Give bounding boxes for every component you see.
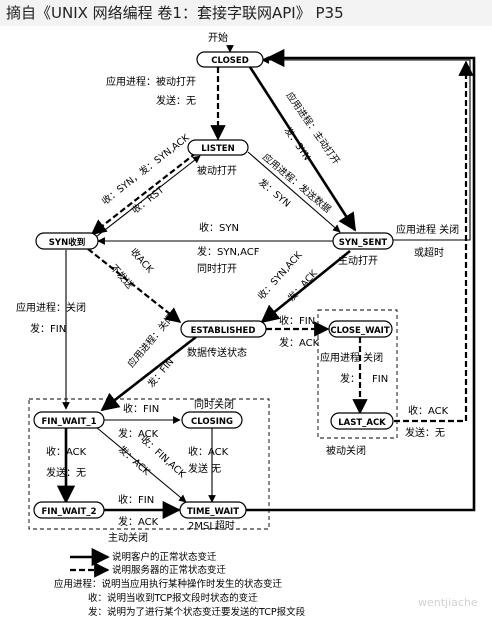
state-closing: CLOSING [181, 411, 243, 429]
label-passive-close: 被动关闭 [326, 444, 366, 457]
state-syn-rcvd: SYN收到 [35, 232, 99, 250]
label-active-open: 主动打开 [338, 254, 378, 267]
passive-close-region [317, 309, 398, 439]
legend-solid-text: 说明客户的正常状态变迁 [112, 551, 217, 563]
watermark: wentjiache [418, 596, 478, 609]
state-fin-wait-1-label: FIN_WAIT_1 [41, 417, 96, 427]
state-time-wait: TIME_WAIT [179, 501, 247, 519]
caption: 摘自《UNIX 网络编程 卷1：套接字联网API》 P35 [0, 0, 492, 26]
listen-to-synrcvd-arrow [90, 152, 197, 235]
label-rcv-ack-3: 收：ACK [188, 445, 229, 458]
synsent-to-closed-arrow [261, 56, 471, 241]
state-syn-rcvd-label: SYN收到 [49, 237, 85, 248]
listen-to-synsent-arrow [247, 151, 341, 233]
state-fin-wait-2-label: FIN_WAIT_2 [41, 507, 96, 517]
active-close-region [28, 398, 270, 530]
label-rcv-ack: 收ACK [128, 246, 157, 276]
label-app-close-or-timeout-2: 或超时 [414, 246, 444, 259]
state-closed: CLOSED [196, 51, 264, 68]
label-app-close-1: 应用进程：关闭 [16, 301, 86, 314]
label-two-msl: 2MSL超时 [188, 519, 235, 532]
state-last-ack: LAST_ACK [330, 412, 394, 430]
label-start: 开始 [208, 31, 228, 44]
label-send-ack-2: 发：ACK [279, 336, 320, 349]
state-established-label: ESTABLISHED [191, 326, 256, 336]
tcp-state-diagram: CLOSED LISTEN SYN收到 SYN_SENT ESTABLISHED… [16, 31, 478, 618]
synrcvd-to-established-arrow [87, 248, 182, 323]
label-rcv-ack-4: 收：ACK [408, 404, 449, 417]
label-send-none-1: 发送：无 [156, 94, 196, 107]
state-syn-sent: SYN_SENT [332, 232, 394, 250]
legend: 说明客户的正常状态变迁 说明服务器的正常状态变迁 应用进程：说明当应用执行某种操… [54, 547, 306, 618]
label-rcv-fin-2: 收：FIN [123, 402, 159, 415]
label-active-close: 主动关闭 [108, 531, 148, 544]
label-send-ack-3: 发：ACK [118, 427, 159, 440]
label-data-transfer: 数据传送状态 [187, 346, 247, 359]
state-syn-sent-label: SYN_SENT [339, 238, 388, 248]
label-send-none-4: 发送：无 [405, 426, 445, 439]
label-rcv-ack-2: 收：ACK [46, 445, 87, 458]
label-app-close-or-timeout-1: 应用进程 关闭 [396, 223, 459, 236]
label-rcv-fin-1: 收：FIN [279, 314, 315, 327]
state-close-wait-label: CLOSE_WAIT [330, 326, 389, 336]
state-time-wait-label: TIME_WAIT [187, 507, 239, 517]
synrcvd-to-listen-arrow [91, 155, 201, 241]
label-send-none-3: 发送 无 [188, 462, 221, 475]
legend-snd-text: 发：说明为了进行某个状态变迁要发送的TCP报文段 [88, 606, 306, 618]
label-app-close-3: 应用进程 关闭 [320, 351, 383, 364]
state-listen: LISTEN [187, 139, 249, 156]
state-last-ack-label: LAST_ACK [338, 418, 386, 428]
label-passive-open: 被动打开 [197, 164, 237, 177]
legend-rcv-text: 收：说明当收到TCP报文段时状态的变迁 [88, 592, 258, 604]
label-simul-close: 同时关闭 [194, 398, 234, 411]
legend-app-text: 应用进程：说明当应用执行某种操作时发生的状态变迁 [54, 578, 283, 590]
timewait-to-closed-arrow [245, 48, 476, 512]
state-fin-wait-2: FIN_WAIT_2 [33, 501, 105, 519]
label-no-send: 不发送 [108, 262, 136, 292]
finwait1-to-timewait-arrow [95, 426, 187, 503]
label-send-none-2: 发送：无 [46, 466, 86, 479]
state-closing-label: CLOSING [191, 417, 233, 427]
state-listen-label: LISTEN [201, 144, 234, 154]
label-fin-word: FIN [372, 374, 388, 385]
label-app-passive-open: 应用进程：被动打开 [106, 75, 196, 88]
label-rcv-fin-3: 收：FIN [118, 493, 154, 506]
state-closed-label: CLOSED [211, 56, 249, 66]
synsent-to-established-arrow [260, 249, 351, 324]
closed-to-synsent-arrow [248, 66, 357, 232]
legend-dashed-text: 说明服务器的正常状态变迁 [112, 564, 227, 576]
label-simul-open: 同时打开 [197, 262, 237, 275]
state-established: ESTABLISHED [180, 320, 267, 338]
label-send-fin-3: 发： [340, 372, 360, 385]
established-to-finwait1-arrow [100, 335, 197, 412]
label-send-ack-5: 发：ACK [118, 515, 159, 528]
label-send-syn-acf: 发：SYN,ACF [197, 245, 260, 258]
label-rcv-syn: 收：SYN [199, 221, 239, 234]
state-fin-wait-1: FIN_WAIT_1 [33, 411, 105, 429]
label-send-fin-1: 发：FIN [30, 322, 66, 335]
state-close-wait: CLOSE_WAIT [328, 320, 393, 338]
lastack-to-closed-arrow [394, 60, 474, 423]
